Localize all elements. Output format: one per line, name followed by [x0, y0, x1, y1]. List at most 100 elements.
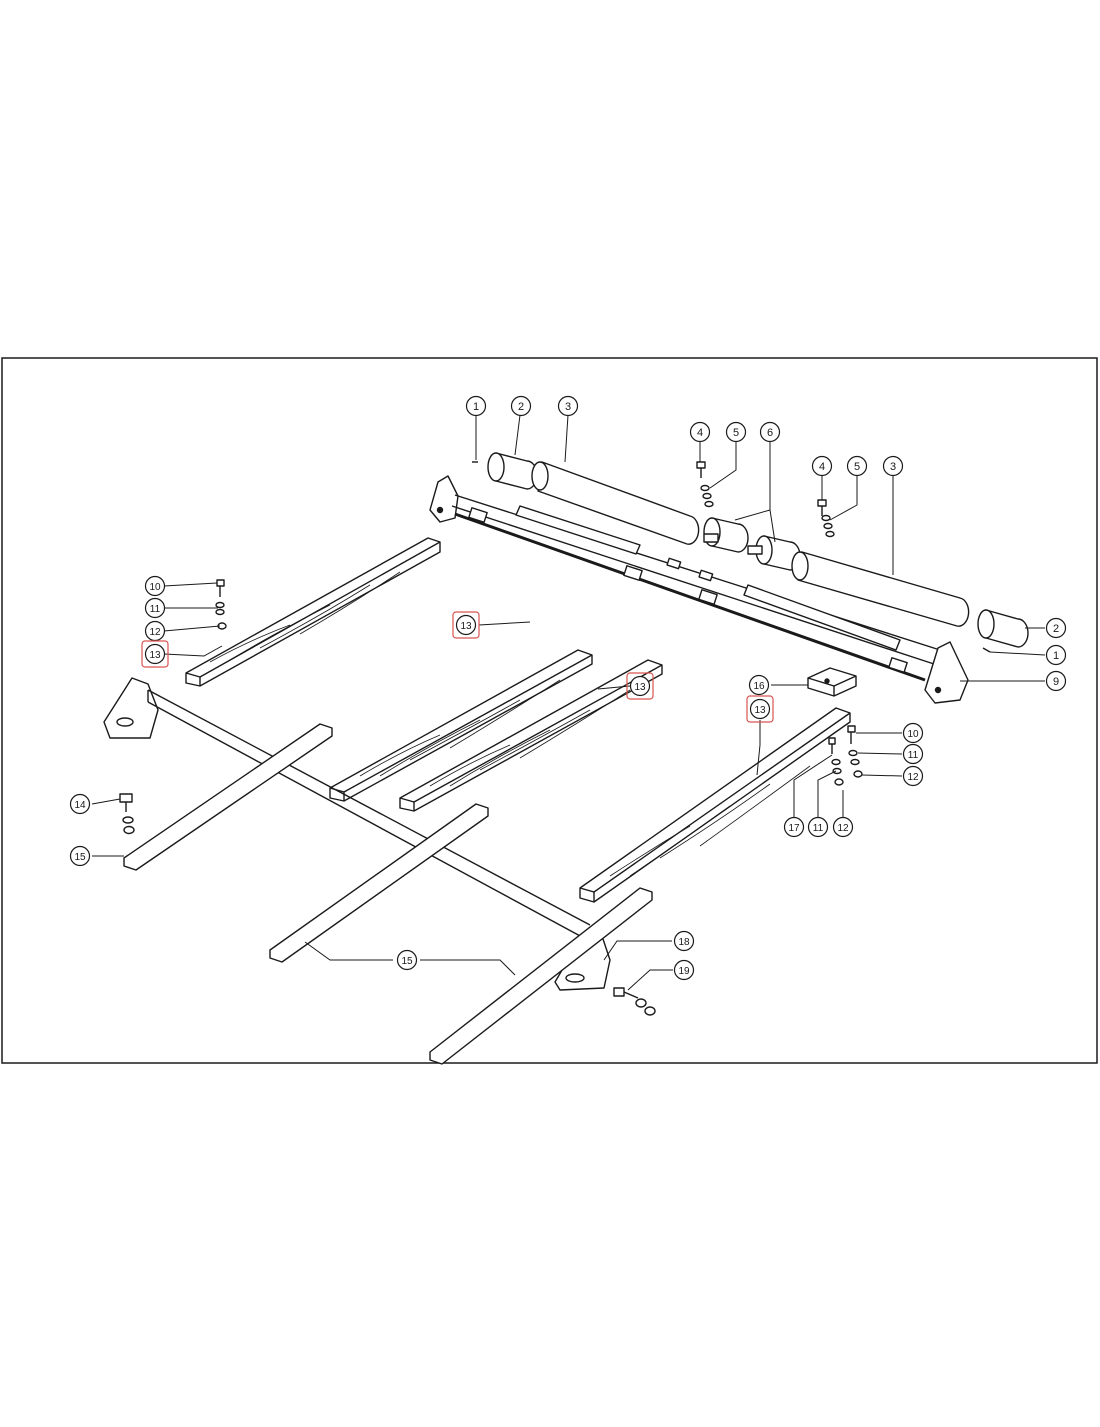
callout-circle — [1045, 644, 1067, 666]
callout-circle — [807, 816, 829, 838]
callout-number: 4 — [697, 427, 703, 439]
lower-frame-part — [103, 677, 611, 991]
callout-circle — [902, 743, 924, 765]
callout-circle — [689, 421, 711, 443]
callout-19: 19 — [673, 959, 695, 981]
callout-number: 11 — [150, 604, 161, 615]
callout-2: 2 — [1045, 617, 1067, 639]
callout-12: 12 — [832, 816, 854, 838]
callout-circle — [811, 455, 833, 477]
callout-12: 12 — [902, 765, 924, 787]
highlight-box — [141, 640, 169, 668]
callout-number: 17 — [788, 823, 800, 834]
callout-number: 9 — [1053, 676, 1059, 688]
fasteners-part — [119, 461, 991, 1016]
callout-13-highlighted: 13 — [626, 672, 654, 700]
callout-number: 13 — [149, 650, 161, 661]
callout-9: 9 — [1045, 670, 1067, 692]
callout-4: 4 — [689, 421, 711, 443]
callout-5: 5 — [725, 421, 747, 443]
callout-2: 2 — [510, 395, 532, 417]
callout-number: 15 — [74, 852, 86, 863]
callout-number: 16 — [753, 681, 765, 692]
callout-circle — [69, 793, 91, 815]
callout-15: 15 — [69, 845, 91, 867]
callout-number: 12 — [149, 627, 161, 638]
callout-number: 15 — [401, 956, 413, 967]
callout-circle — [1045, 617, 1067, 639]
callout-number: 3 — [565, 401, 571, 413]
callout-number: 10 — [149, 582, 161, 593]
callout-10: 10 — [144, 575, 166, 597]
highlight-box — [746, 695, 774, 723]
callout-circle — [783, 816, 805, 838]
highlight-box — [626, 672, 654, 700]
callout-1: 1 — [1045, 644, 1067, 666]
callout-circle — [396, 949, 418, 971]
callout-circle — [673, 930, 695, 952]
highlight-box — [452, 611, 480, 639]
callout-number: 6 — [767, 427, 773, 439]
callout-circle — [1045, 670, 1067, 692]
callout-number: 13 — [634, 682, 646, 693]
callout-11: 11 — [144, 597, 166, 619]
callout-number: 12 — [837, 823, 849, 834]
callout-circle — [629, 675, 651, 697]
callout-number: 11 — [908, 750, 919, 761]
callout-15: 15 — [396, 949, 418, 971]
callout-circle — [465, 395, 487, 417]
callout-3: 3 — [882, 455, 904, 477]
callout-3: 3 — [557, 395, 579, 417]
callout-6: 6 — [759, 421, 781, 443]
callout-circle — [902, 765, 924, 787]
callout-18: 18 — [673, 930, 695, 952]
tubes-part — [487, 452, 1029, 648]
callout-circle — [748, 674, 770, 696]
callout-circle — [673, 959, 695, 981]
callout-number: 13 — [460, 621, 472, 632]
callout-number: 1 — [1053, 650, 1059, 662]
callout-number: 2 — [518, 401, 524, 413]
callout-10: 10 — [902, 722, 924, 744]
callout-11: 11 — [902, 743, 924, 765]
callout-circle — [69, 845, 91, 867]
callout-number: 11 — [813, 823, 824, 834]
callout-1: 1 — [465, 395, 487, 417]
callout-13-highlighted: 13 — [452, 611, 480, 639]
callout-number: 5 — [854, 461, 860, 473]
callout-circle — [759, 421, 781, 443]
callout-number: 19 — [678, 966, 690, 977]
callout-number: 5 — [733, 427, 739, 439]
callout-circle — [144, 597, 166, 619]
callout-circle — [144, 643, 166, 665]
callout-13-highlighted: 13 — [746, 695, 774, 723]
callout-4: 4 — [811, 455, 833, 477]
callout-circle — [882, 455, 904, 477]
callout-circle — [725, 421, 747, 443]
callout-circle — [510, 395, 532, 417]
callout-number: 14 — [74, 800, 86, 811]
callout-number: 12 — [907, 772, 919, 783]
callout-number: 1 — [473, 401, 479, 413]
callout-number: 2 — [1053, 623, 1059, 635]
diagram-border — [1, 357, 1098, 1064]
wooden-slats-part — [185, 537, 851, 903]
callout-circle — [832, 816, 854, 838]
callout-5: 5 — [846, 455, 868, 477]
runners-part — [123, 723, 653, 1065]
callout-number: 4 — [819, 461, 825, 473]
callout-circle — [144, 575, 166, 597]
callout-12: 12 — [144, 620, 166, 642]
callout-14: 14 — [69, 793, 91, 815]
callout-number: 3 — [890, 461, 896, 473]
callout-circle — [557, 395, 579, 417]
upper-rail-part — [429, 475, 969, 704]
callout-number: 10 — [907, 729, 919, 740]
callout-17: 17 — [783, 816, 805, 838]
callout-13-highlighted: 13 — [141, 640, 169, 668]
callout-circle — [455, 614, 477, 636]
callout-number: 13 — [754, 705, 766, 716]
